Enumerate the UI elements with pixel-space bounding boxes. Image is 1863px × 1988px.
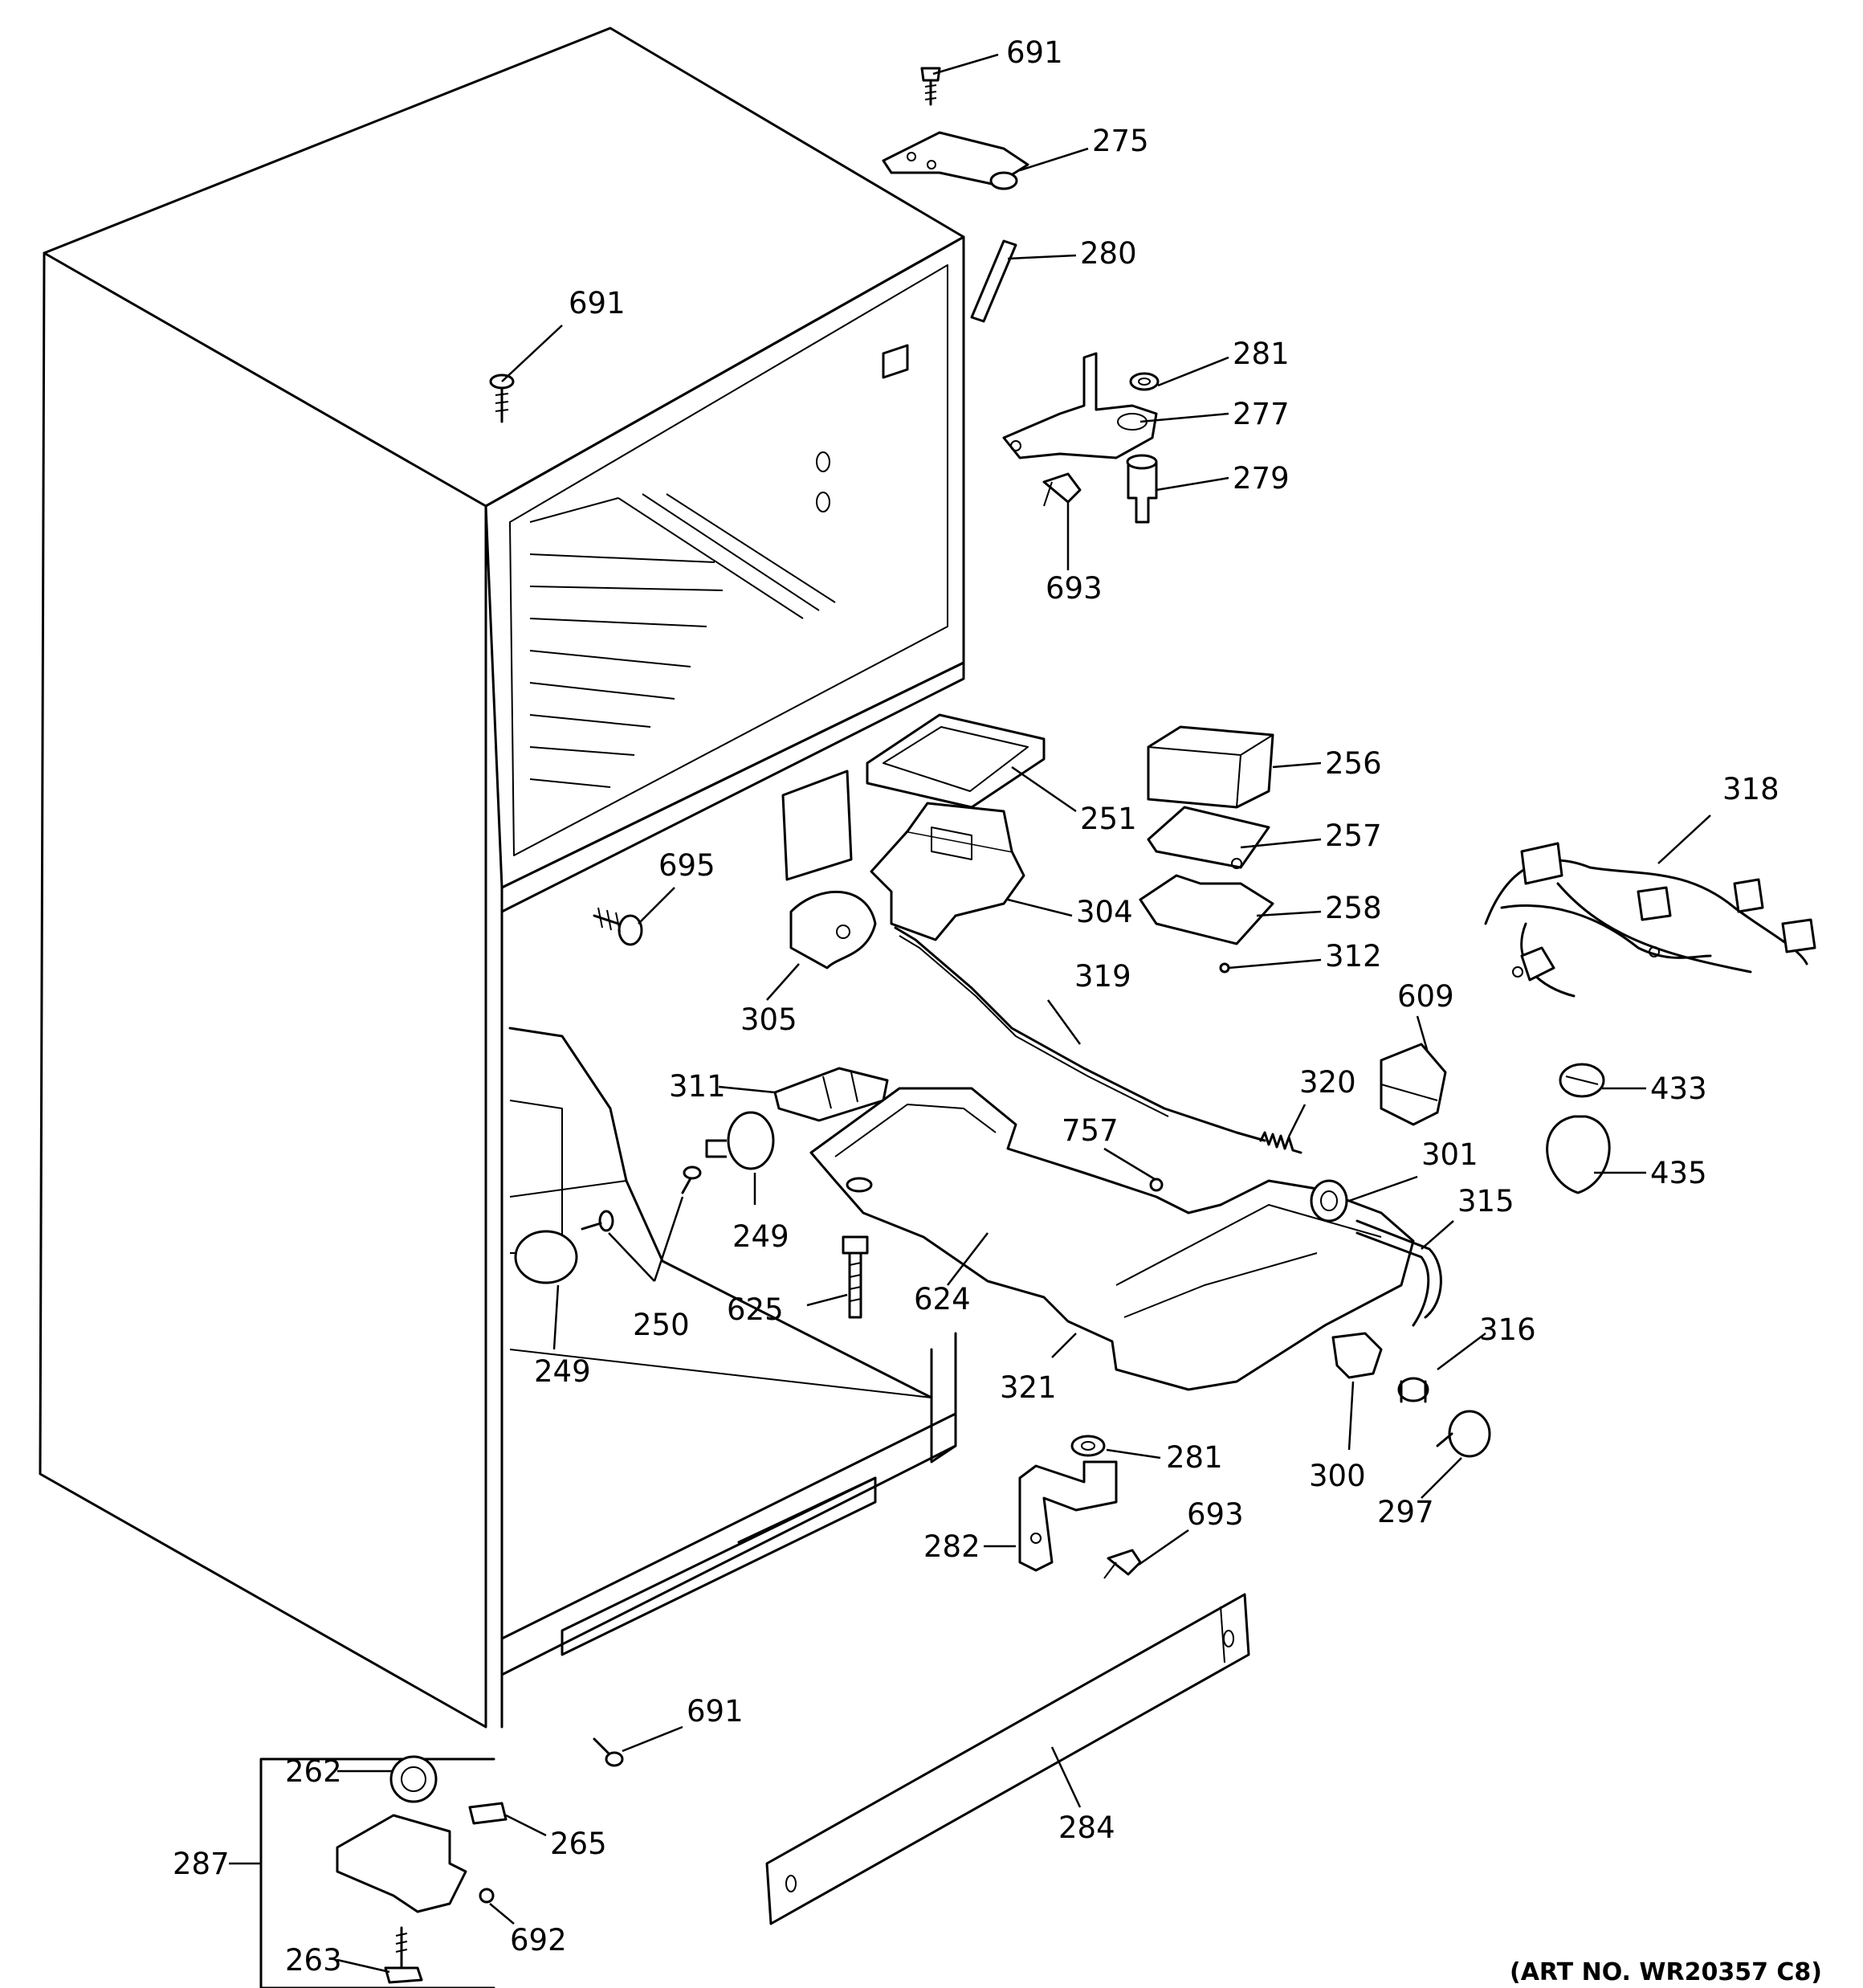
callout-321: 321 xyxy=(1000,1370,1057,1405)
bolt-625 xyxy=(842,1235,869,1319)
callout-275: 275 xyxy=(1092,124,1149,158)
callout-316: 316 xyxy=(1479,1312,1536,1347)
knob-297 xyxy=(1436,1410,1491,1458)
callout-280: 280 xyxy=(1080,236,1137,271)
callout-282: 282 xyxy=(923,1529,980,1564)
callout-281: 281 xyxy=(1233,337,1290,371)
callout-435: 435 xyxy=(1650,1156,1707,1190)
callout-287: 287 xyxy=(173,1847,230,1881)
hinge-pin-279 xyxy=(1126,454,1158,524)
roller-assembly-287 xyxy=(259,1755,508,1988)
knob-301 xyxy=(1310,1179,1348,1223)
callout-691: 691 xyxy=(687,1694,744,1729)
callout-312: 312 xyxy=(1325,939,1382,974)
callout-257: 257 xyxy=(1325,818,1382,853)
callout-320: 320 xyxy=(1299,1065,1356,1100)
control-housing-624 xyxy=(809,1087,1415,1391)
washer-281-bottom xyxy=(1070,1435,1106,1457)
center-hinge-277 xyxy=(1002,352,1158,459)
hinge-screw-691-top xyxy=(920,67,941,106)
callout-691: 691 xyxy=(1006,35,1063,70)
callout-693: 693 xyxy=(1187,1497,1244,1532)
callout-263: 263 xyxy=(285,1943,342,1978)
callout-318: 318 xyxy=(1722,772,1779,806)
callout-277: 277 xyxy=(1233,397,1290,431)
hinge-screw-693-upper xyxy=(1042,472,1082,507)
callout-251: 251 xyxy=(1080,802,1137,836)
callout-433: 433 xyxy=(1650,1072,1707,1106)
top-hinge-275 xyxy=(882,131,1029,190)
callout-305: 305 xyxy=(740,1002,797,1037)
callout-624: 624 xyxy=(914,1282,971,1316)
damper-cover-305 xyxy=(789,890,877,970)
callout-319: 319 xyxy=(1074,959,1131,994)
bottom-hinge-282 xyxy=(1018,1460,1118,1572)
callout-301: 301 xyxy=(1421,1137,1478,1172)
spring-320 xyxy=(1259,1131,1302,1154)
hinge-shim-280 xyxy=(970,239,1017,323)
cable-319 xyxy=(894,926,1266,1142)
light-bulb-435 xyxy=(1546,1115,1611,1194)
callout-249: 249 xyxy=(732,1219,789,1254)
liner-cover xyxy=(781,769,853,881)
screw-691-lower xyxy=(593,1737,624,1767)
callout-315: 315 xyxy=(1457,1184,1514,1219)
screw-250-a xyxy=(681,1165,702,1194)
leader-lines xyxy=(229,53,1711,1974)
callout-609: 609 xyxy=(1397,979,1454,1014)
callout-249: 249 xyxy=(534,1354,591,1389)
socket-433 xyxy=(1559,1063,1605,1098)
callout-284: 284 xyxy=(1058,1810,1115,1845)
callout-297: 297 xyxy=(1377,1495,1434,1529)
washer-281-top xyxy=(1129,372,1160,391)
wire-harness-318 xyxy=(1484,842,1816,998)
screw-695 xyxy=(593,907,643,946)
callout-256: 256 xyxy=(1325,746,1382,781)
hinge-screw-693-lower xyxy=(1103,1549,1142,1579)
switch-609 xyxy=(1380,1043,1447,1126)
wire-315 xyxy=(1355,1219,1442,1327)
callout-258: 258 xyxy=(1325,891,1382,925)
thermostat-300 xyxy=(1331,1332,1383,1379)
callout-labels: 691 275 280 691 281 277 279 693 256 251 … xyxy=(173,35,1822,1986)
thermostat-knob-249-upper xyxy=(705,1111,775,1170)
art-number: (ART NO. WR20357 C8) xyxy=(1510,1958,1822,1986)
screw-691-cabinet xyxy=(489,374,515,423)
toe-grille-284 xyxy=(765,1593,1250,1925)
control-housing-304 xyxy=(870,802,1025,941)
board-257 xyxy=(1147,806,1270,869)
callout-279: 279 xyxy=(1233,461,1290,496)
callout-265: 265 xyxy=(550,1827,607,1861)
thermostat-knob-249-lower xyxy=(514,1230,578,1284)
spacer-316 xyxy=(1397,1377,1429,1403)
screw-250-b xyxy=(581,1210,614,1232)
callout-250: 250 xyxy=(633,1308,690,1342)
callout-691: 691 xyxy=(569,286,626,320)
box-256 xyxy=(1147,725,1274,809)
refrigerator-cabinet xyxy=(39,27,965,1729)
screw-757 xyxy=(1149,1178,1164,1192)
bracket-258 xyxy=(1139,874,1274,945)
screw-312 xyxy=(1219,962,1230,974)
callout-692: 692 xyxy=(510,1923,567,1957)
callout-757: 757 xyxy=(1062,1113,1119,1148)
callout-695: 695 xyxy=(658,848,715,883)
callout-311: 311 xyxy=(669,1069,726,1104)
callout-262: 262 xyxy=(285,1754,342,1789)
light-shield-251 xyxy=(866,713,1046,809)
callout-304: 304 xyxy=(1076,895,1133,929)
callout-693: 693 xyxy=(1046,571,1103,606)
callout-625: 625 xyxy=(727,1292,784,1327)
callout-300: 300 xyxy=(1309,1459,1366,1493)
callout-281: 281 xyxy=(1166,1440,1223,1475)
